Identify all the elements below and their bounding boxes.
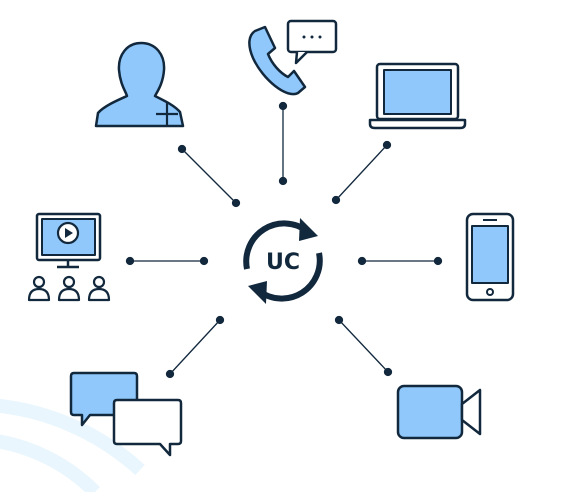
chat-bubbles-icon: [69, 371, 183, 457]
connector-phone: [278, 101, 288, 186]
uc-label: UC: [266, 250, 300, 275]
phone-chat-icon: [248, 19, 338, 96]
sync-arrows-icon: [243, 220, 323, 302]
connector-add-user: [177, 144, 241, 208]
webinar-icon: [27, 212, 111, 302]
connector-laptop: [331, 140, 392, 205]
watermark-arcs: [0, 398, 145, 492]
add-user-icon: [94, 41, 185, 128]
video-camera-icon: [396, 384, 482, 440]
connector-video: [334, 315, 393, 377]
smartphone-icon: [465, 212, 515, 302]
uc-center: UC: [243, 218, 323, 304]
connectors: [125, 101, 443, 379]
laptop-icon: [368, 62, 467, 130]
connector-webinar: [125, 256, 209, 266]
sync-arrowheads: [248, 218, 318, 304]
connector-smartphone: [357, 256, 443, 266]
connector-chat: [165, 315, 225, 379]
